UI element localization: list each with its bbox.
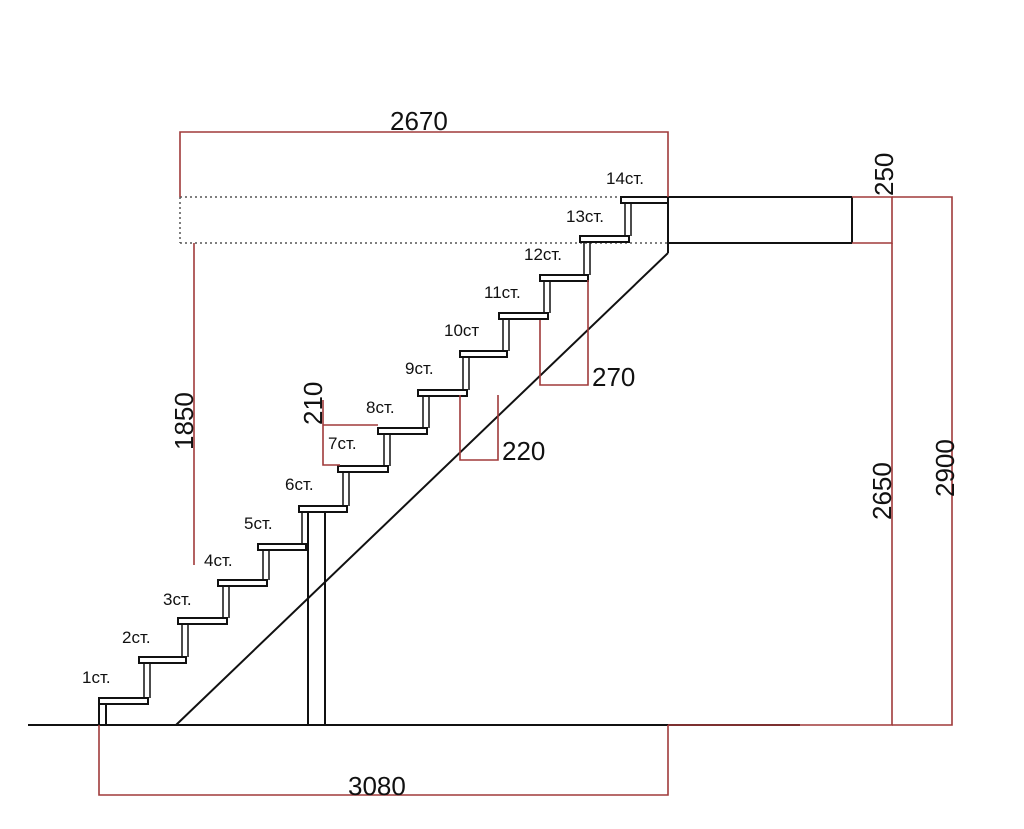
dim-riser-height: 210 <box>298 382 328 425</box>
step-label: 13ст. <box>566 207 604 226</box>
dim-tread-depth-a: 270 <box>592 362 635 392</box>
step-tread <box>539 274 589 282</box>
step-label: 10ст <box>444 321 479 340</box>
dim-line-270 <box>539 280 589 386</box>
steps <box>98 196 669 705</box>
step-tread <box>217 579 268 587</box>
step-label: 5ст. <box>244 514 273 533</box>
step-label: 14ст. <box>606 169 644 188</box>
step-labels: 1ст. 2ст. 3ст. 4ст. 5ст. 6ст. 7ст. 8ст. 9ст. 10ст… <box>82 169 644 687</box>
step-label: 8ст. <box>366 398 395 417</box>
dim-line-2900 <box>892 196 953 726</box>
step-tread <box>257 543 307 551</box>
step-label: 2ст. <box>122 628 151 647</box>
dim-line-210 <box>322 400 340 466</box>
step-tread <box>377 427 428 435</box>
step-tread <box>298 505 348 513</box>
dim-opening-clear-height: 1850 <box>169 392 199 450</box>
step-tread <box>579 235 630 243</box>
step-tread <box>498 312 549 320</box>
step-label: 1ст. <box>82 668 111 687</box>
dim-line-3080 <box>98 725 669 796</box>
dim-slab-thickness: 250 <box>869 153 899 196</box>
step-tread <box>138 656 187 664</box>
dim-line-2650 <box>668 243 893 726</box>
support-post <box>307 512 326 725</box>
step-label: 6ст. <box>285 475 314 494</box>
step-tread <box>337 465 389 473</box>
step-label: 7ст. <box>328 434 357 453</box>
dim-floor-height: 2650 <box>867 462 897 520</box>
floor-slab <box>667 196 853 244</box>
dim-line-250 <box>852 196 893 244</box>
step-label: 12ст. <box>524 245 562 264</box>
step-tread <box>620 196 669 204</box>
step-tread <box>417 389 468 397</box>
dim-line-opening <box>179 131 669 197</box>
step-label: 9ст. <box>405 359 434 378</box>
step-label: 3ст. <box>163 590 192 609</box>
dimension-lines <box>98 131 953 796</box>
step-tread <box>459 350 508 358</box>
step-label: 4ст. <box>204 551 233 570</box>
dim-total-height: 2900 <box>930 439 960 497</box>
dim-stair-run: 3080 <box>348 771 406 801</box>
step-label: 11ст. <box>484 283 521 302</box>
dim-opening-length: 2670 <box>390 106 448 136</box>
step-tread <box>177 617 228 625</box>
dim-tread-depth-b: 220 <box>502 436 545 466</box>
step-tread <box>98 697 149 705</box>
dim-line-220 <box>459 395 499 461</box>
stringer <box>175 252 669 726</box>
